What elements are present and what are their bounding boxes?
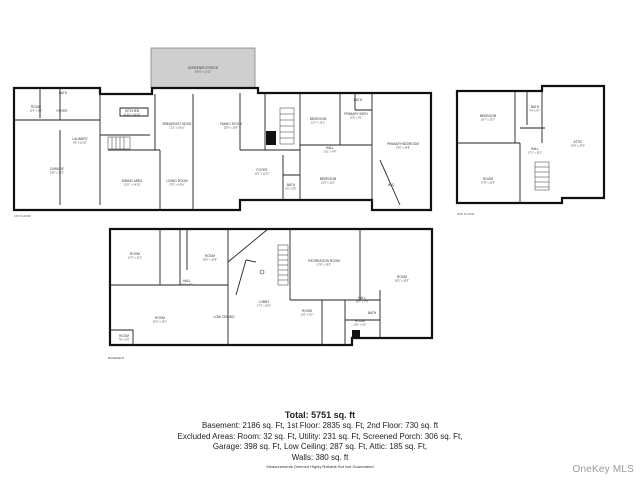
- breakfast-nook-dimensions: 12'1" x 15'10": [169, 126, 185, 130]
- room-dimensions: 30'1" x 19'1": [153, 320, 167, 324]
- foyer-dimensions: 11'0" x 11'11": [254, 172, 269, 176]
- foyer-label: FOYER: [57, 109, 69, 113]
- garage-label: GARAGE: [50, 167, 64, 171]
- foyer-label: FOYER: [257, 168, 269, 172]
- breakfast-nook-label: BREAKFAST NOOK: [163, 122, 193, 126]
- family-room-dimensions: 25'0" x 15'6": [224, 126, 238, 130]
- basement-stairs: [277, 244, 289, 286]
- screened-porch-label: SCREENED PORCH: [188, 66, 219, 70]
- area-breakdown-line-2: Excluded Areas: Room: 32 sq. Ft, Utility…: [177, 431, 463, 441]
- room-label: ROOM: [130, 252, 140, 256]
- room-label: ROOM: [119, 334, 129, 338]
- room-dimensions: 12'3" x 12'1": [128, 256, 142, 260]
- living-room-label: LIVING ROOM: [166, 179, 188, 183]
- dining-area-label: DINING AREA: [122, 179, 143, 183]
- bath-dimensions: 9'4" x 6'7": [529, 109, 540, 113]
- area-summary: Total: 5751 sq. ft Basement: 2186 sq. Ft…: [0, 410, 640, 471]
- hall-label: HALL: [183, 279, 191, 283]
- room-dimensions: 10'1" x 6'2": [354, 323, 367, 327]
- room-dimensions: 11'4" x 9'9": [30, 109, 43, 113]
- hall-dimensions: 13'1" x 4'9": [324, 150, 337, 154]
- second-floor-outline: [455, 84, 606, 205]
- room-label: ROOM: [483, 177, 493, 181]
- bedroom-dimensions: 13'5" x 11'3": [321, 181, 335, 185]
- lobby-dimensions: 17'3" x 20'2": [257, 304, 271, 308]
- bath-dimensions: 6'6" x 5'6": [285, 187, 296, 191]
- room-dimensions: 17'8" x 11'9": [481, 181, 495, 185]
- living-room-dimensions: 27'0" x 14'10": [169, 183, 185, 187]
- attic-dimensions: 19'5" x 24'3": [571, 144, 585, 148]
- kitchen-label: KITCHEN: [125, 109, 140, 113]
- second-floor-label: 2ND FLOOR: [457, 212, 475, 216]
- room-label: ROOM: [155, 316, 165, 320]
- wic-label: WIC: [388, 183, 395, 187]
- area-breakdown-line-3: Garage: 398 sq. Ft, Low Ceiling: 287 sq.…: [212, 442, 428, 451]
- hall-label: HALL: [326, 146, 334, 150]
- room-dimensions: 30'2" x 10'8": [203, 258, 217, 262]
- total-area: Total: 5751 sq. ft: [284, 410, 356, 420]
- room-label: ROOM: [302, 309, 312, 313]
- basement-fixture: [352, 330, 360, 338]
- area-breakdown-line-1: Basement: 2186 sq. Ft, 1st Floor: 2835 s…: [201, 421, 439, 430]
- kitchen-dimensions: 11'10" x 10'10": [124, 113, 141, 117]
- primary-bedroom-dimensions: 19'6" x 24'8": [396, 146, 410, 150]
- basement-outline: [108, 227, 434, 347]
- bedroom-dimensions: 16'7" x 13'7": [481, 118, 495, 122]
- hall-dimensions: 14'7" x 7'0": [356, 300, 369, 304]
- primary-bedroom-label: PRIMARY BEDROOM: [387, 142, 419, 146]
- attic-label: ATTIC: [574, 140, 584, 144]
- room-label: ROOM: [31, 105, 41, 109]
- room-label: ROOM: [355, 319, 365, 323]
- room-dimensions: 10'1" x 6'2": [301, 313, 314, 317]
- hall-dimensions: 17'1" x 10'1": [528, 151, 542, 155]
- measurement-disclaimer: Measurements Deemed Highly Reliable But …: [266, 464, 374, 469]
- area-breakdown-line-4: Walls: 380 sq. ft: [291, 452, 349, 462]
- lobby-label: LOBBY: [259, 300, 271, 304]
- room-dimensions: 7'8" x 5'3": [118, 338, 129, 342]
- recreation-room-dimensions: 17'8" x 15'0": [317, 263, 331, 267]
- primary-bath-dimensions: 12'6" x 9'1": [350, 116, 363, 120]
- bedroom-label: BEDROOM: [320, 177, 337, 181]
- screened-porch: [150, 47, 256, 89]
- room-label: ROOM: [397, 275, 407, 279]
- room-dimensions: 18'1" x 25'0": [395, 279, 409, 283]
- bedroom-label: BEDROOM: [480, 114, 497, 118]
- garage-dimensions: 24'6" x 20'2": [50, 171, 64, 175]
- bath-label: BATH: [287, 183, 296, 187]
- recreation-room-label: RECREATION ROOM: [308, 259, 340, 263]
- bath-label: BATH: [59, 91, 68, 95]
- first-floor-outline: [12, 86, 433, 212]
- basement-label: BASEMENT: [108, 356, 125, 360]
- hall-label: HALL: [358, 296, 366, 300]
- low-ceiling-label: LOW CEILING: [214, 315, 235, 319]
- laundry-label: LAUNDRY: [72, 137, 88, 141]
- room-label: ROOM: [205, 254, 215, 258]
- first-floor-label: 1ST FLOOR: [14, 214, 31, 218]
- family-room-label: FAMILY ROOM: [220, 122, 242, 126]
- brand-watermark: OneKey MLS: [572, 464, 634, 475]
- primary-bath-label: PRIMARY BATH: [344, 112, 368, 116]
- hall-label: HALL: [531, 147, 539, 151]
- bath-label: BATH: [368, 311, 377, 315]
- dining-area-dimensions: 12'11" x 14'10": [124, 183, 141, 187]
- bath-label: BATH: [354, 98, 363, 102]
- laundry-dimensions: 9'5" x 11'10": [73, 141, 87, 145]
- screened-porch-dimensions: 20'10" x 11'11": [195, 70, 212, 74]
- bedroom-dimensions: 12'7" x 12'1": [311, 121, 325, 125]
- fireplace: [266, 131, 276, 145]
- first-floor-stairs: [107, 107, 295, 150]
- bedroom-label: BEDROOM: [310, 117, 327, 121]
- bath-label: BATH: [531, 105, 540, 109]
- hall-dimensions: 16'3" x 5'1": [181, 283, 194, 287]
- second-floor-stairs: [534, 161, 550, 191]
